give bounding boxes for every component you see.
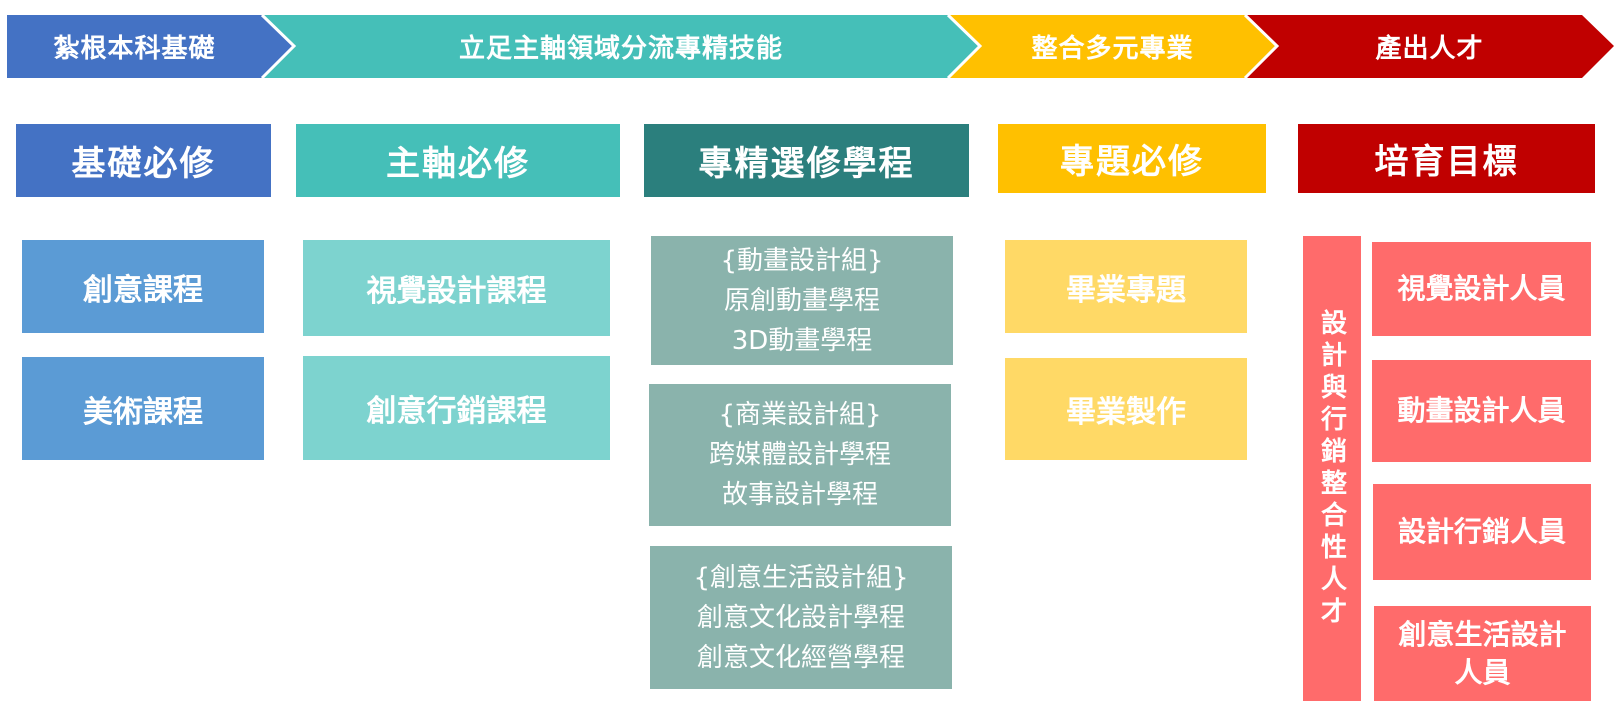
core-course-marketing: 創意行銷課程: [303, 356, 610, 460]
header-program: 專精選修學程: [644, 124, 969, 197]
program-item: 原創動畫學程: [723, 285, 880, 316]
goal-integrated-talent-label: 設計與行銷整合性人才: [1316, 308, 1347, 629]
program-item: 創意文化設計學程: [696, 602, 905, 633]
header-goal: 培育目標: [1298, 124, 1595, 193]
core-course-visual: 視覺設計課程: [303, 240, 610, 336]
project-course-graduation-work: 畢業製作: [1005, 358, 1247, 460]
basic-course-creative: 創意課程: [22, 240, 264, 333]
header-project: 專題必修: [998, 124, 1266, 193]
header-basic: 基礎必修: [16, 124, 271, 197]
chevron-label-basic: 紮根本科基礎: [53, 34, 216, 64]
project-course-graduation-topic: 畢業專題: [1005, 240, 1247, 333]
basic-course-art: 美術課程: [22, 357, 264, 460]
chevron-label-output: 產出人才: [1375, 34, 1484, 64]
program-group-title: {創意生活設計組}: [693, 562, 909, 593]
chevron-integrate: [948, 15, 1277, 78]
goal-visual-designer: 視覺設計人員: [1372, 242, 1591, 336]
program-item: 3D動畫學程: [731, 325, 873, 356]
chevron-basic: [7, 15, 294, 78]
goal-integrated-talent: 設計與行銷整合性人才: [1303, 236, 1361, 701]
chevron-core: [262, 15, 980, 78]
program-commercial-group: {商業設計組} 跨媒體設計學程 故事設計學程: [649, 384, 951, 526]
program-item: 跨媒體設計學程: [708, 440, 891, 470]
program-animation-group: {動畫設計組} 原創動畫學程 3D動畫學程: [651, 236, 953, 365]
goal-design-marketer: 設計行銷人員: [1373, 484, 1591, 580]
chevron-label-integrate: 整合多元專業: [1031, 34, 1194, 64]
program-item: 故事設計學程: [721, 480, 878, 510]
header-core: 主軸必修: [296, 124, 620, 197]
process-chevron-band: [7, 13, 1614, 80]
chevron-label-core: 立足主軸領域分流專精技能: [458, 34, 783, 64]
goal-animation-designer: 動畫設計人員: [1372, 360, 1591, 462]
program-group-title: {商業設計組}: [718, 400, 882, 430]
program-lifestyle-group: {創意生活設計組} 創意文化設計學程 創意文化經營學程: [650, 546, 952, 689]
program-group-title: {動畫設計組}: [720, 245, 884, 276]
goal-lifestyle-designer: 創意生活設計人員: [1374, 606, 1591, 701]
chevron-output: [1245, 15, 1614, 78]
program-item: 創意文化經營學程: [696, 642, 905, 673]
